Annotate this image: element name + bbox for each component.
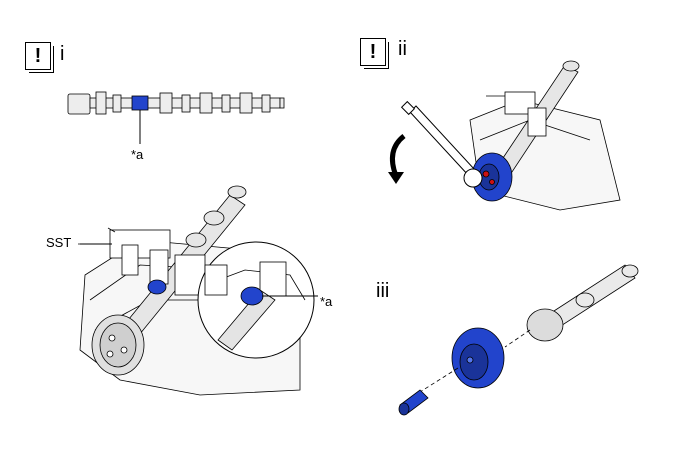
callout-sst: SST <box>46 235 72 250</box>
highlighted-journal <box>131 95 149 111</box>
step-label-i: i <box>60 43 65 65</box>
highlighted-journal-installed <box>147 279 167 295</box>
caution-icon: ! <box>360 38 389 69</box>
alignment-line-2 <box>419 367 459 393</box>
sprocket-bolt <box>398 389 429 416</box>
step-label-ii: ii <box>398 38 407 60</box>
alignment-line-1 <box>504 329 531 348</box>
detail-circle <box>197 241 318 359</box>
sprocket-iii <box>451 327 505 389</box>
timing-sprocket <box>91 314 145 376</box>
camshaft-iii <box>526 264 639 342</box>
wrench <box>400 100 483 188</box>
camshaft-overview <box>67 91 285 115</box>
rotation-arrow-icon <box>388 134 406 184</box>
step-label-iii: iii <box>376 280 390 302</box>
sst-tool-ii <box>486 91 547 137</box>
callout-a-top: *a <box>131 147 144 162</box>
caution-icon: ! <box>25 42 54 73</box>
callout-a-detail: *a <box>320 294 333 309</box>
